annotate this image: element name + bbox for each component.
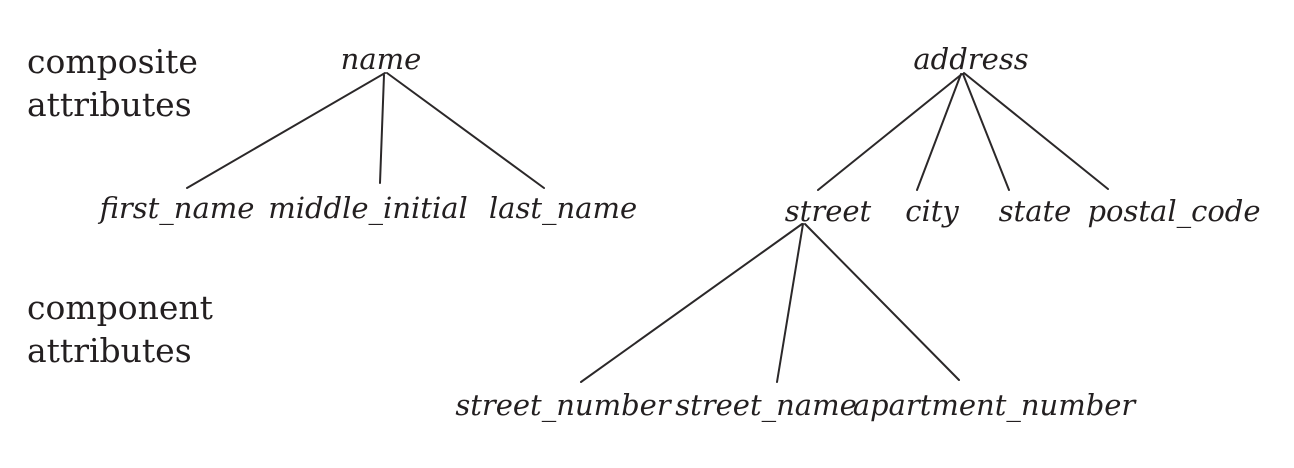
node-label-postal-code: postal_code (1087, 194, 1261, 228)
caption-composite-attributes: composite attributes (27, 42, 198, 124)
caption-component-attributes: component attributes (27, 288, 213, 370)
node-label-first-name: first_name (99, 191, 255, 225)
node-label-city: city (905, 194, 959, 228)
node-label-state: state (998, 194, 1072, 228)
edge-street-street-name (776, 223, 804, 383)
edge-address-city (916, 73, 962, 191)
edge-street-street-number (580, 223, 803, 383)
node-label-street: street (784, 194, 872, 228)
node-label-last-name: last_name (488, 191, 638, 225)
edge-address-postal-code (963, 72, 1109, 190)
node-label-street-name: street_name (675, 388, 857, 422)
edge-street-apartment-number (804, 223, 960, 381)
node-label-middle-initial: middle_initial (268, 191, 468, 225)
node-label-name: name (340, 42, 422, 76)
node-label-street-number: street_number (455, 388, 671, 422)
edge-name-middle-initial (379, 74, 385, 184)
edge-name-last-name (386, 72, 545, 189)
edge-address-state (962, 73, 1010, 191)
node-label-address: address (913, 42, 1029, 76)
node-label-apartment-number: apartment_number (852, 388, 1136, 422)
edge-name-first-name (186, 72, 386, 189)
edge-address-street (817, 73, 963, 191)
